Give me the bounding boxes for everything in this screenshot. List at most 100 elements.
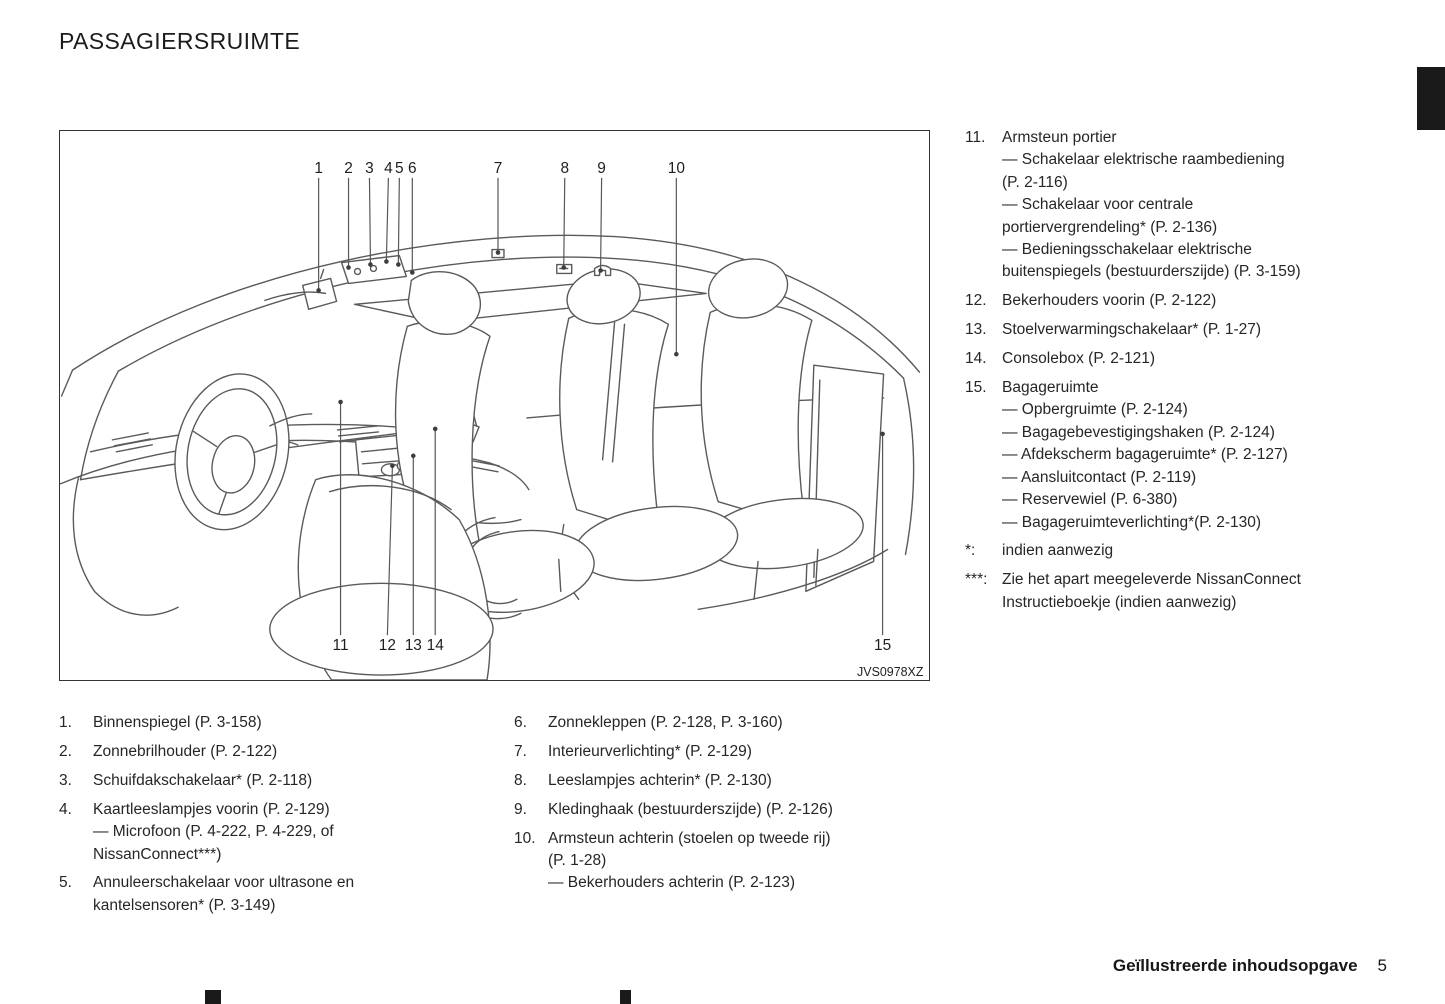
page-title: PASSAGIERSRUIMTE	[59, 28, 301, 54]
item-number: 15.	[965, 379, 987, 397]
item-text: Stoelverwarmingschakelaar* (P. 1-27)	[1002, 319, 1367, 341]
item-number: 12.	[965, 292, 987, 310]
list-item-13: 13. Stoelverwarmingschakelaar* (P. 1-27)	[965, 319, 1367, 341]
item-number: 7.	[514, 742, 527, 760]
item-line: Zonnebrilhouder (P. 2-122)	[93, 742, 278, 760]
list-item-11: 11. Armsteun portier — Schakelaar elektr…	[965, 127, 1367, 284]
callout-number-5: 5	[395, 160, 404, 177]
item-number: 3.	[59, 771, 72, 789]
item-line: Schuifdakschakelaar* (P. 2-118)	[93, 771, 313, 789]
item-line: — Reservewiel (P. 6-380)	[1002, 491, 1178, 509]
item-line: buitenspiegels (bestuurderszijde) (P. 3-…	[1002, 263, 1301, 281]
callout-number-10: 10	[668, 160, 685, 177]
item-number: 1.	[59, 714, 72, 731]
item-line: — Microfoon (P. 4-222, P. 4-229, of	[93, 823, 334, 841]
page-footer: Geïllustreerde inhoudsopgave 5	[1113, 956, 1387, 976]
item-line: Instructieboekje (indien aanwezig)	[1002, 593, 1237, 611]
item-text: Bekerhouders voorin (P. 2-122)	[1002, 290, 1367, 312]
item-line: — Opbergruimte (P. 2-124)	[1002, 401, 1188, 419]
item-line: kantelsensoren* (P. 3-149)	[93, 896, 276, 914]
chapter-tab-marker	[1417, 67, 1445, 130]
item-line: — Schakelaar elektrische raambediening	[1002, 151, 1285, 169]
item-number: 4.	[59, 800, 72, 818]
item-line: Consolebox (P. 2-121)	[1002, 350, 1156, 368]
list-item-12: 12. Bekerhouders voorin (P. 2-122)	[965, 290, 1367, 312]
item-line: indien aanwezig	[1002, 542, 1114, 560]
item-line: — Bekerhouders achterin (P. 2-123)	[548, 874, 795, 892]
item-line: Kaartleeslampjes voorin (P. 2-129)	[93, 800, 330, 818]
footnote-triple-asterisk: ***: Zie het apart meegeleverde NissanCo…	[965, 569, 1367, 614]
list-item-6: 6. Zonnekleppen (P. 2-128, P. 3-160)	[514, 712, 962, 734]
item-number: 6.	[514, 714, 527, 731]
figure-box: 1 2 3 4 5 6 7 8 9 10 11 12 13 14 15 JVS0…	[59, 130, 930, 681]
item-line: Annuleerschakelaar voor ultrasone en	[93, 874, 355, 892]
list-item-8: 8. Leeslampjes achterin* (P. 2-130)	[514, 770, 962, 792]
item-line: NissanConnect***)	[93, 845, 222, 863]
item-number: 13.	[965, 321, 987, 339]
item-number: 9.	[514, 800, 527, 818]
item-text: Armsteun achterin (stoelen op tweede rij…	[548, 828, 962, 895]
list-item-9: 9. Kledinghaak (bestuurderszijde) (P. 2-…	[514, 799, 962, 821]
item-line: Zonnekleppen (P. 2-128, P. 3-160)	[548, 714, 783, 731]
callout-number-7: 7	[494, 160, 503, 177]
item-text: Armsteun portier — Schakelaar elektrisch…	[1002, 127, 1367, 284]
item-text: Kaartleeslampjes voorin (P. 2-129) — Mic…	[93, 799, 511, 866]
footer-page-number: 5	[1377, 956, 1387, 975]
item-line: Stoelverwarmingschakelaar* (P. 1-27)	[1002, 321, 1262, 339]
item-line: (P. 2-116)	[1002, 173, 1068, 191]
print-registration-mark	[620, 990, 631, 1004]
item-line: Interieurverlichting* (P. 2-129)	[548, 742, 752, 760]
item-text: Interieurverlichting* (P. 2-129)	[548, 741, 962, 763]
item-text: Annuleerschakelaar voor ultrasone en kan…	[93, 872, 511, 917]
footnote-single-asterisk: *: indien aanwezig	[965, 540, 1367, 562]
callout-number-9: 9	[597, 160, 606, 177]
item-number: 8.	[514, 771, 527, 789]
callout-number-11: 11	[333, 637, 349, 654]
footnote-text: Zie het apart meegeleverde NissanConnect…	[1002, 569, 1367, 614]
list-item-1: 1. Binnenspiegel (P. 3-158)	[59, 712, 511, 734]
callout-number-1: 1	[314, 160, 323, 177]
footnote-marker: *:	[965, 542, 976, 560]
item-line: Leeslampjes achterin* (P. 2-130)	[548, 771, 772, 789]
item-line: Zie het apart meegeleverde NissanConnect	[1002, 571, 1301, 589]
list-item-4: 4. Kaartleeslampjes voorin (P. 2-129) — …	[59, 799, 511, 866]
item-line: — Aansluitcontact (P. 2-119)	[1002, 468, 1197, 486]
item-text: Leeslampjes achterin* (P. 2-130)	[548, 770, 962, 792]
item-line: portiervergrendeling* (P. 2-136)	[1002, 218, 1218, 236]
item-line: Bagageruimte	[1002, 379, 1099, 397]
item-line: Armsteun portier	[1002, 129, 1117, 146]
item-line: — Bedieningsschakelaar elektrische	[1002, 241, 1252, 259]
item-text: Consolebox (P. 2-121)	[1002, 348, 1367, 370]
footer-section-label: Geïllustreerde inhoudsopgave	[1112, 956, 1358, 975]
item-text: Schuifdakschakelaar* (P. 2-118)	[93, 770, 511, 792]
item-text: Zonnebrilhouder (P. 2-122)	[93, 741, 511, 763]
item-number: 10.	[514, 829, 536, 847]
footnote-marker: ***:	[965, 571, 988, 589]
figure-code: JVS0978XZ	[857, 665, 924, 679]
list-item-10: 10. Armsteun achterin (stoelen op tweede…	[514, 828, 962, 895]
callout-number-13: 13	[405, 637, 422, 654]
print-registration-mark	[205, 990, 221, 1004]
list-item-14: 14. Consolebox (P. 2-121)	[965, 348, 1367, 370]
item-list-middle: 6. Zonnekleppen (P. 2-128, P. 3-160) 7. …	[514, 712, 962, 901]
item-text: Kledinghaak (bestuurderszijde) (P. 2-126…	[548, 799, 962, 821]
list-item-2: 2. Zonnebrilhouder (P. 2-122)	[59, 741, 511, 763]
item-list-left: 1. Binnenspiegel (P. 3-158) 2. Zonnebril…	[59, 712, 511, 924]
item-number: 2.	[59, 742, 72, 760]
item-line: Bekerhouders voorin (P. 2-122)	[1002, 292, 1217, 310]
item-number: 5.	[59, 874, 72, 892]
callout-number-12: 12	[379, 637, 396, 654]
list-item-15: 15. Bagageruimte — Opbergruimte (P. 2-12…	[965, 377, 1367, 534]
callout-number-6: 6	[408, 160, 417, 177]
item-list-right: 11. Armsteun portier — Schakelaar elektr…	[965, 127, 1367, 621]
footnote-text: indien aanwezig	[1002, 540, 1367, 562]
item-line: — Bagageruimteverlichting*(P. 2-130)	[1002, 513, 1262, 531]
callout-number-4: 4	[384, 160, 393, 177]
item-text: Binnenspiegel (P. 3-158)	[93, 712, 511, 734]
callout-number-14: 14	[427, 637, 445, 654]
callout-number-8: 8	[560, 160, 569, 177]
item-text: Zonnekleppen (P. 2-128, P. 3-160)	[548, 712, 962, 734]
item-line: Binnenspiegel (P. 3-158)	[93, 714, 262, 731]
item-number: 11.	[965, 129, 986, 146]
item-line: Armsteun achterin (stoelen op tweede rij…	[548, 829, 831, 847]
